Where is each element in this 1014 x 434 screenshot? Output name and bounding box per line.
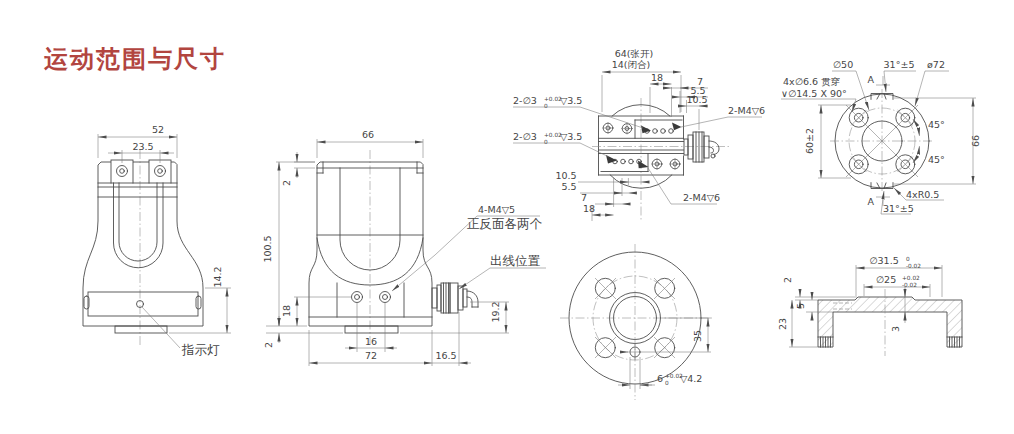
section-view: ∅31.5 0 -0.02 ∅25 +0.02 -0.02 2 5 23 3 xyxy=(777,255,962,356)
cable-exit-label: 出线位置 xyxy=(490,253,541,268)
dim-bolt-circle: ∅50 xyxy=(833,59,853,70)
dim-52: 52 xyxy=(152,124,164,135)
dim-5-plate: 5 xyxy=(795,303,806,309)
dim-45-upper: 45° xyxy=(928,119,945,130)
svg-text:▽3.5: ▽3.5 xyxy=(560,131,582,142)
dim-64-open: 64(张开) xyxy=(615,48,654,59)
dim-66-flange: 66 xyxy=(970,135,981,147)
cable-gland xyxy=(432,283,478,313)
dim-66: 66 xyxy=(362,129,374,140)
dim-31-5: ∅31.5 xyxy=(869,255,898,266)
thread-top-label: 2-M4▽6 xyxy=(728,105,765,116)
svg-text:2-∅3: 2-∅3 xyxy=(513,131,537,142)
counterbore-label-line2: ∨∅14.5 X 90° xyxy=(781,88,847,99)
dim-18-top: 18 xyxy=(651,72,663,83)
dim-18-bottom: 18 xyxy=(583,203,595,214)
bottom-view: 6 +0.02 0 ▽4.2 35 xyxy=(560,244,712,400)
dim-31-5-tol-up: 0 xyxy=(906,256,910,262)
dim-25: ∅25 xyxy=(876,274,896,285)
section-marker-a-top: A xyxy=(868,74,875,85)
dim-16: 16 xyxy=(365,336,377,347)
dim-23-5: 23.5 xyxy=(132,141,153,152)
dowel-hole-label-bottom: 2-∅3 +0.02 0 ▽3.5 xyxy=(513,131,609,157)
dim-2-bottom: 2 xyxy=(263,342,274,348)
dim-31-5-tol-dn: -0.02 xyxy=(906,263,921,269)
front-view: 指示灯 52 23.5 14.2 xyxy=(83,124,231,357)
dim-3-boss: 3 xyxy=(890,326,901,332)
thread-spec-label: 4-M4▽5 xyxy=(478,204,515,215)
dim-25-tol-up: +0.02 xyxy=(902,275,920,281)
dim-5-5-bottom: 5.5 xyxy=(561,181,576,192)
dim-14-2: 14.2 xyxy=(212,266,223,287)
svg-text:0: 0 xyxy=(544,103,548,109)
dim-angle-bottom: 31°±5 xyxy=(883,203,914,214)
dim-60: 60±2 xyxy=(804,128,815,154)
thread-note-label: 正反面各两个 xyxy=(467,216,543,231)
dim-35: 35 xyxy=(692,330,703,342)
fillet-label: 4xR0.5 xyxy=(906,189,939,200)
pin-tol-dn: 0 xyxy=(665,380,669,386)
top-view: 64(张开) 14(闭合) 18 7 5.5 10.5 2-M4▽6 2-∅3 … xyxy=(513,48,765,222)
dim-100-5: 100.5 xyxy=(262,235,273,262)
counterbore-label-line1: 4x∅6.6 贯穿 xyxy=(783,76,840,87)
top-connector xyxy=(684,132,719,162)
dim-19-2: 19.2 xyxy=(490,301,501,322)
dim-14-closed: 14(闭合) xyxy=(612,59,651,70)
pin-hole-dia: 6 xyxy=(657,373,663,384)
svg-text:▽3.5: ▽3.5 xyxy=(560,95,582,106)
page-title: 运动范围与尺寸 xyxy=(43,45,226,73)
dim-45-lower: 45° xyxy=(928,154,945,165)
dim-2-step: 2 xyxy=(782,277,793,283)
thread-bottom-label: 2-M4▽6 xyxy=(683,192,720,203)
dim-10-5-top: 10.5 xyxy=(686,94,707,105)
svg-text:2-∅3: 2-∅3 xyxy=(513,95,537,106)
flange-view: A A ∅50 31°±5 ø72 4x∅6.6 贯穿 ∨∅14.5 X 90°… xyxy=(781,59,981,214)
indicator-light-label: 指示灯 xyxy=(181,342,220,357)
pin-hole-depth: ▽4.2 xyxy=(680,373,702,384)
dim-18: 18 xyxy=(281,305,292,317)
dim-25-tol-dn: -0.02 xyxy=(902,282,917,288)
dim-10-5-bottom: 10.5 xyxy=(555,170,576,181)
dim-23-total: 23 xyxy=(777,318,788,330)
dowel-hole-label-top: 2-∅3 +0.02 0 ▽3.5 xyxy=(513,95,643,128)
svg-text:0: 0 xyxy=(544,139,548,145)
dim-outer-dia: ø72 xyxy=(927,59,945,70)
dim-72: 72 xyxy=(365,350,377,361)
side-view: 66 2 100.5 18 2 16 72 16.5 19.2 4-M4▽5 正… xyxy=(262,129,546,366)
section-marker-a-bottom: A xyxy=(868,196,875,207)
dim-16-5: 16.5 xyxy=(435,350,456,361)
dim-2-top: 2 xyxy=(281,180,292,186)
dim-angle-top: 31°±5 xyxy=(884,59,915,70)
dim-7-bottom: 7 xyxy=(581,192,587,203)
